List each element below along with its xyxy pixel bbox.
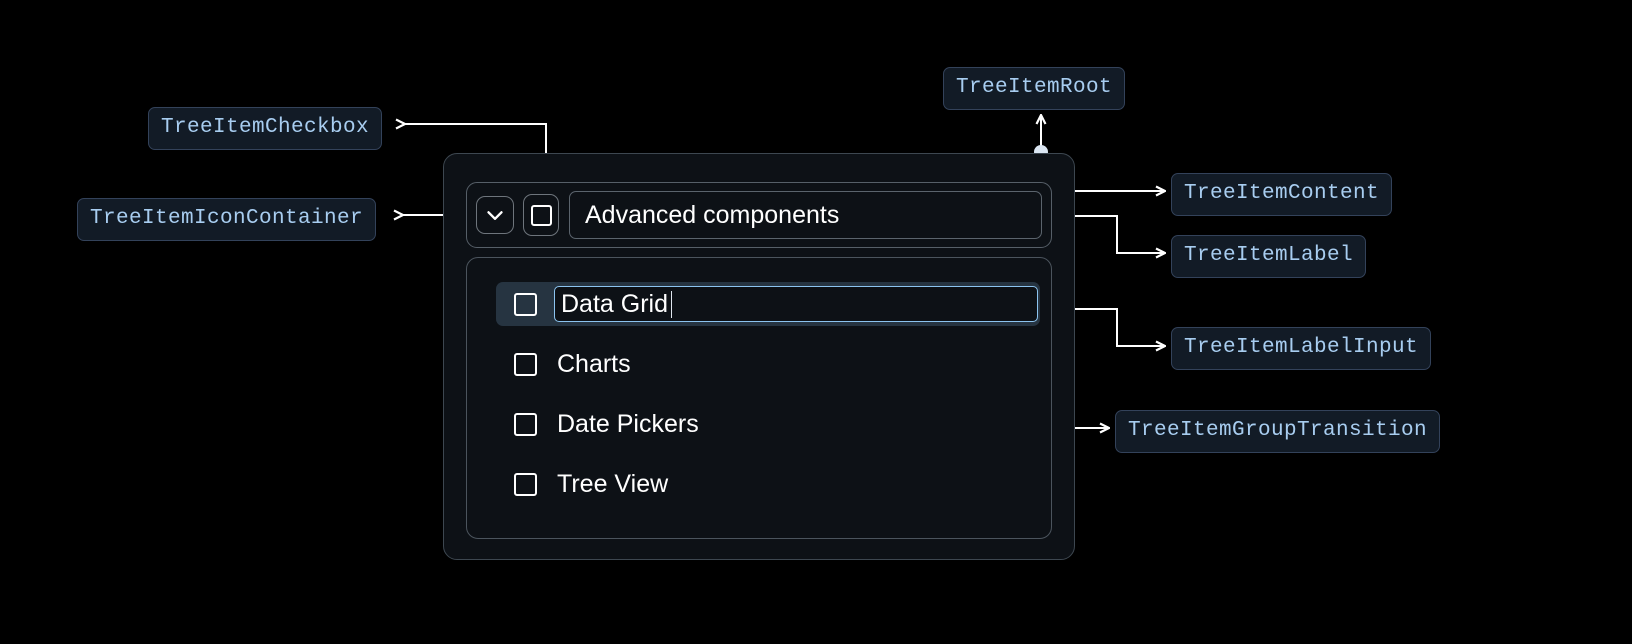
tree-item-label-input[interactable]: Data Grid <box>554 286 1038 322</box>
checkbox-unchecked-icon <box>530 204 552 226</box>
annotation-tree-item-label-input: TreeItemLabelInput <box>1171 327 1432 370</box>
tree-item-checkbox[interactable] <box>523 194 559 236</box>
annotation-tree-item-group-transition: TreeItemGroupTransition <box>1115 410 1441 453</box>
tree-item-checkbox-child[interactable] <box>496 352 554 376</box>
checkbox-unchecked-icon <box>513 292 537 316</box>
tree-item-icon-container[interactable] <box>476 196 514 234</box>
chevron-down-icon <box>482 202 508 228</box>
tree-item-label-child: Charts <box>557 349 631 378</box>
label-input-value: Data Grid <box>561 289 668 318</box>
tree-item-child-charts[interactable]: Charts <box>496 342 1040 386</box>
tree-item-checkbox-child[interactable] <box>496 472 554 496</box>
text-caret <box>670 290 673 318</box>
tree-item-checkbox-child[interactable] <box>496 292 554 316</box>
tree-item-label-child: Tree View <box>557 469 669 498</box>
annotation-tree-item-label: TreeItemLabel <box>1171 235 1367 278</box>
checkbox-unchecked-icon <box>513 412 537 436</box>
tree-item-child-date-pickers[interactable]: Date Pickers <box>496 402 1040 446</box>
annotation-tree-item-content: TreeItemContent <box>1171 173 1393 216</box>
tree-item-group-transition: Data Grid Charts Date Pickers Tree View <box>466 257 1052 539</box>
tree-item-child-tree-view[interactable]: Tree View <box>496 462 1040 506</box>
checkbox-unchecked-icon <box>513 352 537 376</box>
tree-item-child-data-grid[interactable]: Data Grid <box>496 282 1040 326</box>
tree-item-content[interactable]: Advanced components <box>466 182 1052 248</box>
annotation-tree-item-root: TreeItemRoot <box>943 67 1126 110</box>
tree-item-label-child: Date Pickers <box>557 409 699 438</box>
tree-item-checkbox-child[interactable] <box>496 412 554 436</box>
annotation-tree-item-icon-container: TreeItemIconContainer <box>77 198 377 241</box>
tree-item-label[interactable]: Advanced components <box>569 191 1042 239</box>
annotation-tree-item-checkbox: TreeItemCheckbox <box>148 107 383 150</box>
checkbox-unchecked-icon <box>513 472 537 496</box>
